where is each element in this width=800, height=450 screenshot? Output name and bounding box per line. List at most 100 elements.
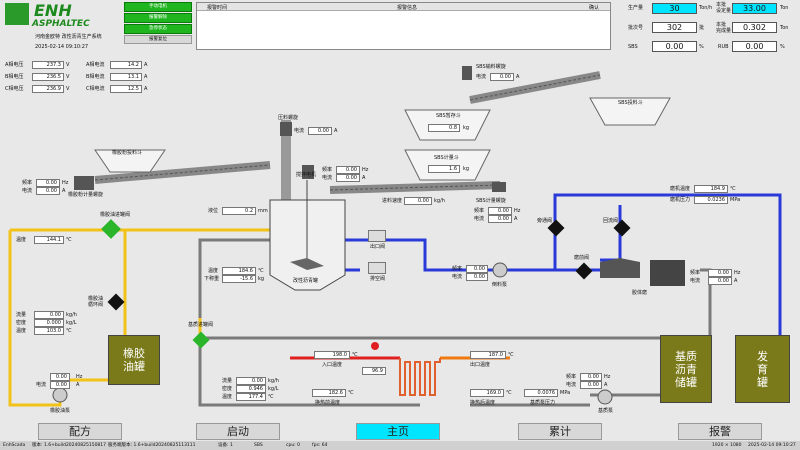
sbs-meter-label: SBS计量斗 xyxy=(434,155,459,161)
phase-c-voltage: 236.9 xyxy=(32,85,64,93)
press-screw-label: 压料螺旋 xyxy=(278,115,299,121)
hx-outlet-temp: 187.0 xyxy=(470,351,506,359)
outlet-valve-label: 出口阀 xyxy=(370,244,386,250)
nav-recipe-button[interactable]: 配方 xyxy=(38,423,122,440)
estop-status-button[interactable]: 急停状态 xyxy=(124,24,192,34)
level-label: 液位 xyxy=(208,208,219,214)
nav-home-button[interactable]: 主页 xyxy=(356,423,440,440)
phase-b-current-unit: A xyxy=(144,74,148,80)
sbs-meter-value: 1.6 xyxy=(428,165,460,173)
phase-c-current-unit: A xyxy=(144,86,148,92)
rubber-circ-valve-label: 橡胶油 循环阀 xyxy=(88,296,104,308)
alarm-info-header: 报警信息 xyxy=(397,5,418,11)
setpoint-value[interactable]: 33.00 xyxy=(732,3,777,14)
tank-temp-label: 温度 xyxy=(208,268,219,274)
rubber-temp-label: 温度 xyxy=(16,237,27,243)
rubber-pump-cur: 0.00 xyxy=(50,381,70,389)
rubber-pump-freq: 0.00 xyxy=(50,373,70,381)
sbs-ratio-value: 0.00 xyxy=(652,41,697,52)
nav-total-button[interactable]: 累计 xyxy=(518,423,602,440)
phase-c-voltage-label: C相电压 xyxy=(5,86,24,92)
sbs-screw-freq-unit: Hz xyxy=(514,208,521,214)
company-name: 河南金欧特 改性沥青生产系统 xyxy=(35,34,102,40)
status-sbs: SBS xyxy=(254,443,263,448)
return-valve-label: 回流阀 xyxy=(603,218,619,224)
rubber-cur-unit: A xyxy=(62,188,66,194)
phase-b-voltage-unit: V xyxy=(66,74,70,80)
sbs-hopper-label: SBS投料斗 xyxy=(618,100,643,106)
manual-motor-button[interactable]: 手动电机 xyxy=(124,2,192,12)
sbs-ratio-unit: % xyxy=(699,44,704,50)
mixer-motor-icon[interactable] xyxy=(302,165,314,179)
feed-speed: 0.00 xyxy=(404,197,432,205)
alarm-clear-button[interactable]: 报警解除 xyxy=(124,13,192,23)
rub-ratio-label: RUB xyxy=(718,44,729,50)
sbs-conveyor-motor-icon[interactable] xyxy=(462,66,472,80)
mixer-tank-label: 改性沥青罐 xyxy=(293,278,319,284)
header-datetime: 2025-02-14 09:10:27 xyxy=(35,44,89,50)
status-device: 设备: 1 xyxy=(218,443,233,448)
mill-temp: 184.9 xyxy=(694,185,728,193)
press-screw-cur-label: 电流 xyxy=(294,128,305,134)
rubber-pump-freq-unit: Hz xyxy=(76,374,83,380)
phase-a-current: 14.2 xyxy=(110,61,142,69)
phase-b-current: 13.1 xyxy=(110,73,142,81)
press-screw-cur: 0.00 xyxy=(308,127,332,135)
mixer-cur: 0.00 xyxy=(336,174,360,182)
tank-temp: 184.6 xyxy=(222,267,256,275)
mill-press: 0.0236 xyxy=(694,196,728,204)
base-flow: 0.00 xyxy=(236,377,266,385)
bp-freq: 0.00 xyxy=(580,373,602,381)
outlet-valve[interactable] xyxy=(368,230,386,242)
mill-press-unit: MPa xyxy=(730,197,741,203)
rubber-inlet-valve-label: 橡胶油进罐阀 xyxy=(100,212,131,218)
mill-freq-unit: Hz xyxy=(734,270,741,276)
rubber-freq-unit: Hz xyxy=(62,180,69,186)
phase-a-voltage-unit: V xyxy=(66,62,70,68)
hx-after-temp-label: 换热后温度 xyxy=(470,400,496,406)
nav-alarm-button[interactable]: 报警 xyxy=(678,423,762,440)
sbs-meter-screw-label: SBS计量螺旋 xyxy=(476,198,506,204)
rubber-flow: 0.00 xyxy=(34,311,64,319)
rubber-flow-unit: kg/h xyxy=(66,312,77,318)
alarm-reset-button[interactable]: 报警复位 xyxy=(124,35,192,44)
status-time: 2025-02-14 09:10:27 xyxy=(748,443,796,448)
batch-value: 302 xyxy=(652,22,697,33)
tank-temp-unit: ℃ xyxy=(258,268,264,274)
nav-start-button[interactable]: 启动 xyxy=(196,423,280,440)
hx-after-temp: 169.0 xyxy=(470,389,504,397)
bp-freq-unit: Hz xyxy=(604,374,611,380)
mixer-cur-unit: A xyxy=(362,175,366,181)
mill-cur-label: 电流 xyxy=(690,278,701,284)
hx-after-temp-unit: ℃ xyxy=(506,390,512,396)
rubber-pump-label: 橡胶油泵 xyxy=(50,408,71,414)
phase-b-voltage-label: B相电压 xyxy=(5,74,24,80)
rubber-oil-tank[interactable]: 橡胶 油罐 xyxy=(108,335,160,385)
phase-c-current-label: C相电流 xyxy=(86,86,105,92)
drain-valve[interactable] xyxy=(368,262,386,274)
status-fps: fps: 64 xyxy=(312,443,328,448)
sbs-ratio-label: SBS xyxy=(628,44,638,50)
alarm-list: 报警时间 报警信息 确认 xyxy=(196,2,611,50)
rubber-screw-motor-icon[interactable] xyxy=(74,176,94,190)
base-inlet-valve-label: 基质进罐阀 xyxy=(188,322,214,328)
status-resolution: 1920 × 1080 xyxy=(712,443,742,448)
aging-tank[interactable]: 发 育 罐 xyxy=(735,335,790,403)
tp-cur: 0.00 xyxy=(466,273,488,281)
capacity-value[interactable]: 30 xyxy=(652,3,697,14)
sbs-conveyor-cur: 0.00 xyxy=(490,73,514,81)
mixer-freq-label: 频率 xyxy=(322,167,333,173)
mixer-label: 搅拌电机 xyxy=(296,172,317,178)
drain-valve-label: 排空阀 xyxy=(370,276,386,282)
done-label: 本批 完成量 xyxy=(716,22,732,34)
phase-a-current-label: A相电流 xyxy=(86,62,105,68)
mixer-freq: 0.00 xyxy=(336,166,360,174)
rubber-pump-cur-unit: A xyxy=(76,382,80,388)
tank-weight: -15.6 xyxy=(222,275,256,283)
rubber-cur: 0.00 xyxy=(36,187,60,195)
feed-speed-label: 进料速度 xyxy=(382,198,403,204)
press-screw-motor-icon[interactable] xyxy=(280,122,292,136)
phase-a-voltage: 237.3 xyxy=(32,61,64,69)
base-asphalt-tank[interactable]: 基质 沥青 储罐 xyxy=(660,335,712,403)
sbs-meter-screw-motor-icon[interactable] xyxy=(492,182,506,192)
